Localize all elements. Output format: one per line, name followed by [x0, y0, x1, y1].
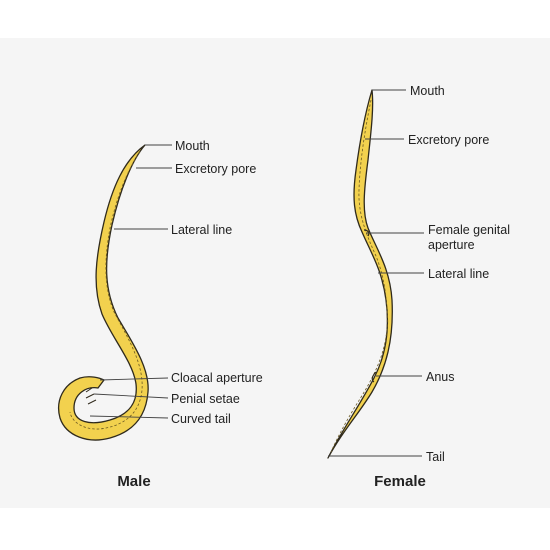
male-label-excretory-pore: Excretory pore	[175, 162, 256, 176]
male-lateral-line-marking	[69, 151, 143, 430]
anus-marking	[371, 371, 377, 383]
female-label-genital-aperture-line2: aperture	[428, 238, 475, 252]
male-label-curved-tail: Curved tail	[171, 412, 231, 426]
female-worm: Mouth Excretory pore Female genital aper…	[327, 84, 510, 490]
male-curved-tail-leader	[89, 415, 169, 419]
female-caption: Female	[374, 473, 426, 490]
male-label-mouth: Mouth	[175, 139, 210, 153]
male-cloacal-aperture-leader	[99, 377, 169, 381]
female-worm-body	[327, 89, 393, 459]
male-label-cloacal-aperture: Cloacal aperture	[171, 371, 263, 385]
genital-aperture-marking	[363, 229, 370, 237]
female-label-mouth: Mouth	[410, 84, 445, 98]
male-worm: Mouth Excretory pore Lateral line Cloaca…	[58, 139, 263, 490]
male-penial-setae-leader	[93, 393, 169, 399]
male-label-penial-setae: Penial setae	[171, 392, 240, 406]
female-label-lateral-line: Lateral line	[428, 267, 489, 281]
female-label-anus: Anus	[426, 370, 455, 384]
male-worm-body	[58, 144, 149, 441]
female-label-excretory-pore: Excretory pore	[408, 133, 489, 147]
penial-setae-icon	[85, 387, 97, 405]
male-caption: Male	[117, 473, 150, 490]
male-label-lateral-line: Lateral line	[171, 223, 232, 237]
female-lateral-line-marking	[330, 99, 388, 453]
female-label-genital-aperture-line1: Female genital	[428, 223, 510, 237]
female-label-tail: Tail	[426, 450, 445, 464]
